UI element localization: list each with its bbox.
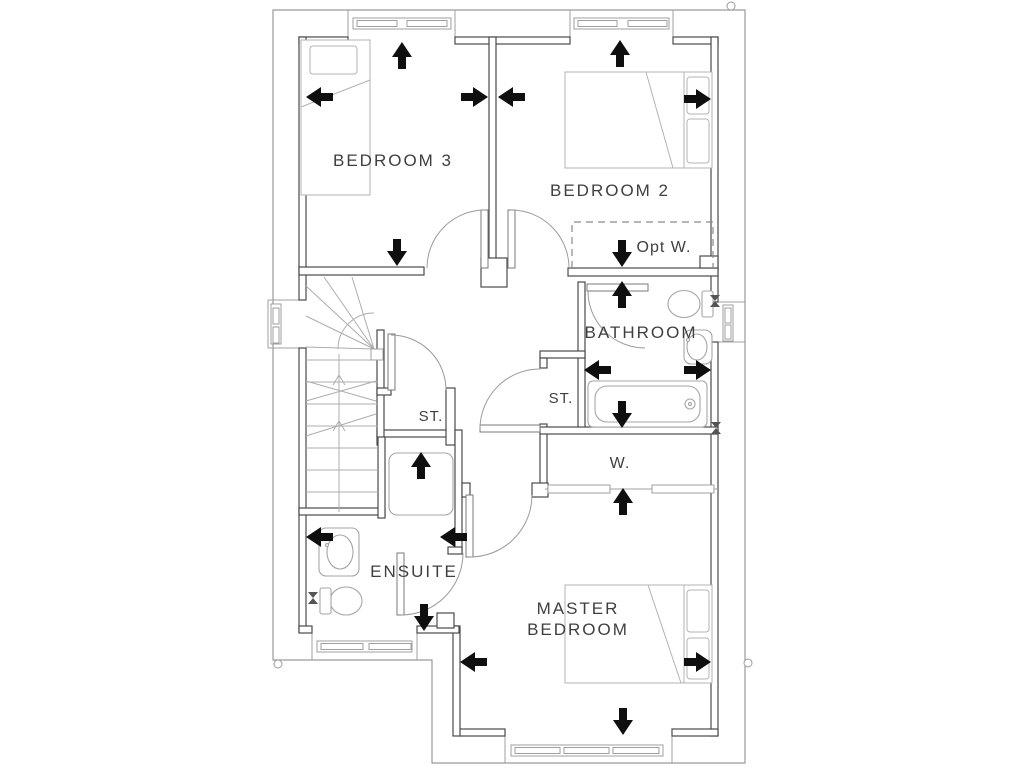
label-master-bedroom-line1: MASTER [537, 599, 620, 618]
arrow-up-icon [610, 40, 630, 67]
survey-marker [273, 659, 283, 669]
eaves-outline [272, 1, 753, 764]
window-stairs [267, 299, 299, 349]
staircase [305, 276, 384, 512]
door-storage-left [387, 333, 447, 391]
arrow-down-icon [612, 240, 632, 267]
label-master-bedroom-line2: BEDROOM [527, 620, 629, 639]
label-bedroom3: BEDROOM 3 [333, 151, 453, 170]
window-bedroom3 [347, 10, 456, 37]
window-master-bedroom [504, 736, 673, 763]
arrow-right-icon [461, 87, 488, 107]
bed-bedroom2 [564, 71, 713, 169]
door-bedroom2 [507, 209, 570, 269]
room-labels: BEDROOM 3 BEDROOM 2 Opt W. BATHROOM ST. … [333, 151, 698, 639]
label-wardrobe: W. [610, 455, 631, 472]
interior-walls [298, 36, 719, 555]
window-ensuite [311, 632, 418, 660]
window-bedroom2 [569, 10, 674, 37]
wardrobe-sliding-doors [545, 484, 718, 494]
door-storage-right [479, 368, 541, 433]
label-ensuite: ENSUITE [370, 562, 458, 581]
label-bedroom2: BEDROOM 2 [550, 181, 670, 200]
door-master-bedroom [465, 494, 533, 558]
arrow-left-icon [498, 87, 525, 107]
window-bathroom [718, 301, 745, 343]
bed-master-bedroom [564, 584, 713, 684]
arrow-left-icon [460, 652, 487, 672]
label-bathroom: BATHROOM [585, 323, 698, 342]
arrow-left-icon [440, 527, 467, 547]
valve-icon [308, 592, 318, 604]
ensuite-toilet [319, 586, 363, 616]
optional-wardrobe-outline [571, 221, 714, 268]
door-ensuite [396, 552, 464, 616]
survey-marker [743, 658, 753, 668]
doors [387, 209, 649, 616]
bed-bedroom3 [300, 39, 371, 196]
arrow-up-icon [613, 488, 633, 515]
arrow-left-icon [584, 360, 611, 380]
windows [267, 10, 745, 763]
arrow-up-icon [392, 42, 412, 69]
label-optional-wardrobe: Opt W. [637, 239, 692, 256]
door-bedroom3 [426, 209, 489, 269]
bathtub [587, 380, 708, 428]
arrow-down-icon [613, 708, 633, 735]
bathroom-toilet [667, 289, 714, 319]
survey-marker [726, 1, 736, 11]
label-storage-right: ST. [549, 390, 574, 407]
arrow-down-icon [387, 239, 407, 266]
label-storage-left: ST. [419, 408, 444, 425]
